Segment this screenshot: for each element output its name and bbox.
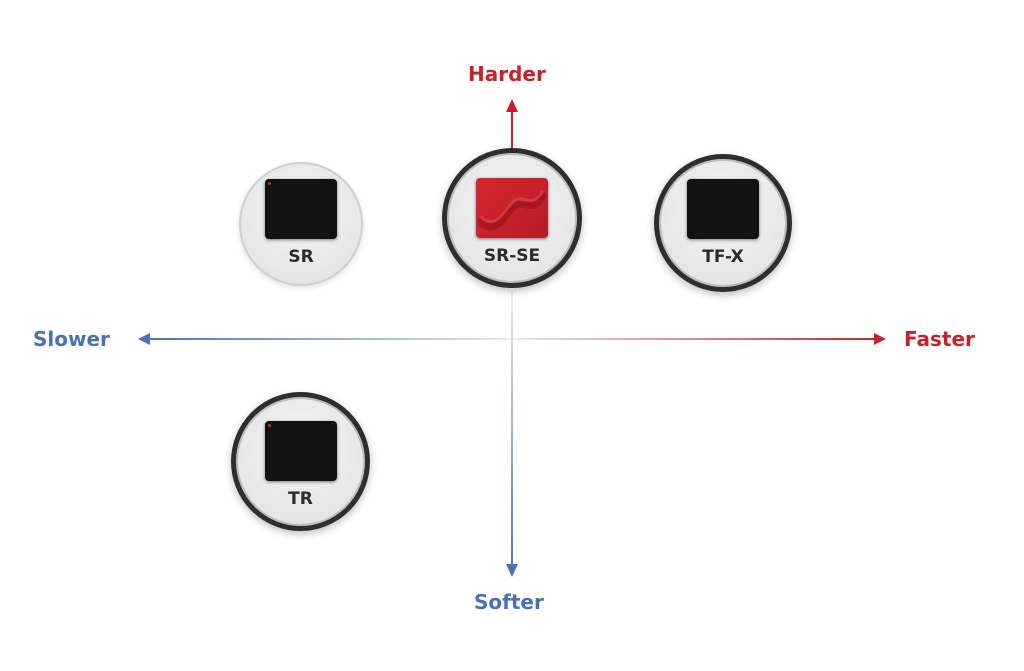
pad-tf-x[interactable]: TF-X [654, 154, 792, 292]
black-pad-icon [687, 179, 759, 239]
pad-name: SR [288, 247, 314, 267]
right-arrowhead [874, 333, 886, 345]
axis-label-down: Softer [474, 590, 544, 614]
axis-label-up: Harder [468, 62, 546, 86]
red-wave-pad-icon [476, 178, 548, 238]
pad-sr[interactable]: SR [239, 162, 363, 286]
axis-label-right: Faster [904, 327, 975, 351]
black-pad-icon [265, 179, 337, 239]
pad-name: TF-X [702, 247, 744, 267]
left-arrowhead [138, 333, 150, 345]
pad-sr-se[interactable]: SR-SE [442, 148, 582, 288]
pad-name: TR [288, 489, 313, 509]
axis-label-left: Slower [33, 327, 110, 351]
down-arrowhead [506, 564, 518, 577]
pad-name: SR-SE [483, 246, 541, 266]
pad-tr[interactable]: TR [231, 392, 370, 531]
black-pad-icon [264, 421, 337, 481]
up-arrowhead [506, 99, 518, 112]
